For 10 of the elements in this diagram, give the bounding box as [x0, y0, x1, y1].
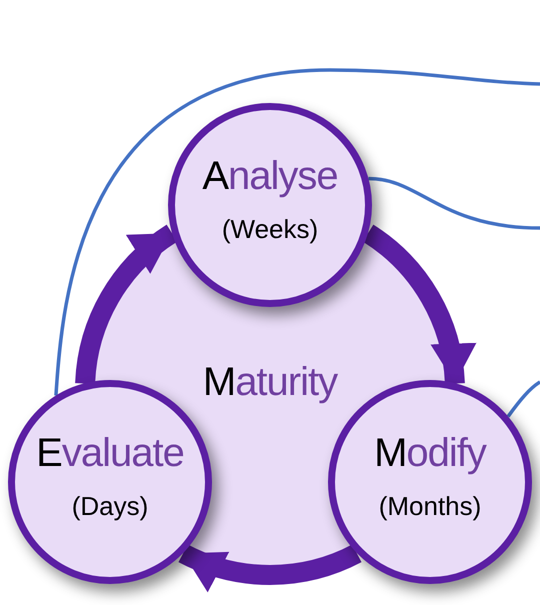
connector-line [54, 68, 540, 396]
cycle-arrow [179, 544, 361, 591]
duration-label: (Days) [72, 490, 148, 523]
connector-line [506, 380, 540, 418]
center-label: Maturity [202, 359, 339, 406]
duration-label: (Weeks) [222, 213, 318, 246]
duration-label: (Months) [378, 490, 482, 523]
stage-title: Evaluate [36, 430, 184, 477]
stage-title: Modify [374, 430, 486, 477]
stage-title: Analyse [202, 153, 338, 200]
